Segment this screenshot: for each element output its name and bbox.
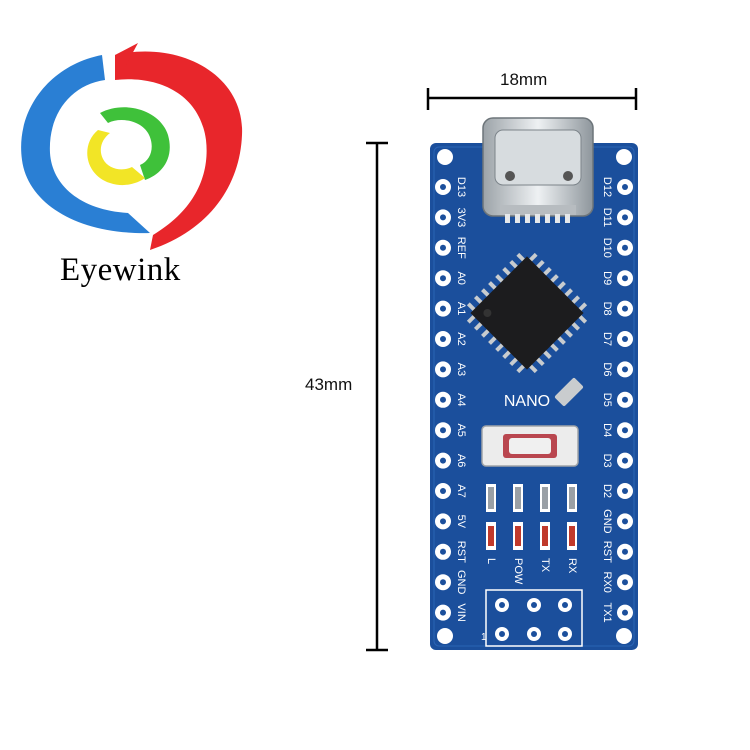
right-pin-pads bbox=[617, 179, 633, 621]
logo-green-arc bbox=[100, 107, 170, 180]
left-pin-label: D13 bbox=[455, 177, 467, 197]
right-pin-label: D8 bbox=[601, 302, 613, 316]
right-pin-label: D12 bbox=[601, 177, 613, 197]
width-dimension bbox=[426, 88, 638, 110]
led-label: RX bbox=[566, 558, 578, 574]
header-pin-number: 1 bbox=[481, 632, 487, 643]
right-pin-label: D5 bbox=[601, 393, 613, 407]
left-pin-label: REF bbox=[455, 237, 467, 259]
right-pin-label: RST bbox=[601, 541, 613, 563]
right-pin-label: D4 bbox=[601, 423, 613, 437]
left-pin-label: A2 bbox=[455, 332, 467, 345]
led-label: L bbox=[485, 558, 497, 564]
right-pin-label: D3 bbox=[601, 454, 613, 468]
left-pin-pads bbox=[435, 179, 451, 621]
height-dimension bbox=[366, 141, 388, 652]
left-pin-label: RST bbox=[455, 541, 467, 563]
usb-c-connector bbox=[482, 117, 594, 223]
right-pin-label: RX0 bbox=[601, 571, 613, 592]
right-pin-label: D2 bbox=[601, 484, 613, 498]
led-label: TX bbox=[539, 558, 551, 573]
left-pin-label: A7 bbox=[455, 484, 467, 497]
right-pin-label: D6 bbox=[601, 362, 613, 376]
left-pin-label: A5 bbox=[455, 423, 467, 436]
right-pin-label: TX1 bbox=[601, 603, 613, 623]
left-pin-label: A6 bbox=[455, 454, 467, 467]
right-pin-label: D11 bbox=[601, 208, 613, 227]
logo-yellow-arc bbox=[87, 130, 145, 186]
logo-red-arc bbox=[115, 51, 243, 250]
left-pin-label: 3V3 bbox=[455, 208, 467, 228]
width-label: 18mm bbox=[500, 70, 548, 89]
logo-blue-arc bbox=[21, 55, 151, 234]
logo-red-tail bbox=[115, 43, 138, 80]
reset-button[interactable] bbox=[481, 425, 579, 467]
height-label: 43mm bbox=[305, 375, 353, 394]
pcb-board bbox=[430, 143, 638, 650]
left-pin-label: GND bbox=[455, 570, 467, 595]
left-pin-label: A1 bbox=[455, 302, 467, 315]
led-label: POW bbox=[512, 558, 524, 585]
right-pin-label: D10 bbox=[601, 238, 613, 258]
brand-name: Eyewink bbox=[60, 252, 181, 288]
left-pin-label: 5V bbox=[455, 515, 467, 529]
nano-label: NANO bbox=[504, 393, 550, 410]
eyewink-logo-icon bbox=[21, 43, 243, 250]
mounting-holes bbox=[437, 149, 632, 644]
crystal-component bbox=[554, 377, 584, 407]
icsp-header bbox=[485, 589, 583, 647]
status-leds: L POW TX RX bbox=[485, 484, 578, 585]
right-pin-label: GND bbox=[601, 509, 613, 534]
left-pin-label: A0 bbox=[455, 271, 467, 284]
right-pin-label: D7 bbox=[601, 332, 613, 346]
left-pin-label: A4 bbox=[455, 393, 467, 406]
right-pin-label: D9 bbox=[601, 271, 613, 285]
left-pin-label: A3 bbox=[455, 363, 467, 376]
left-pin-label: VIN bbox=[455, 603, 467, 621]
